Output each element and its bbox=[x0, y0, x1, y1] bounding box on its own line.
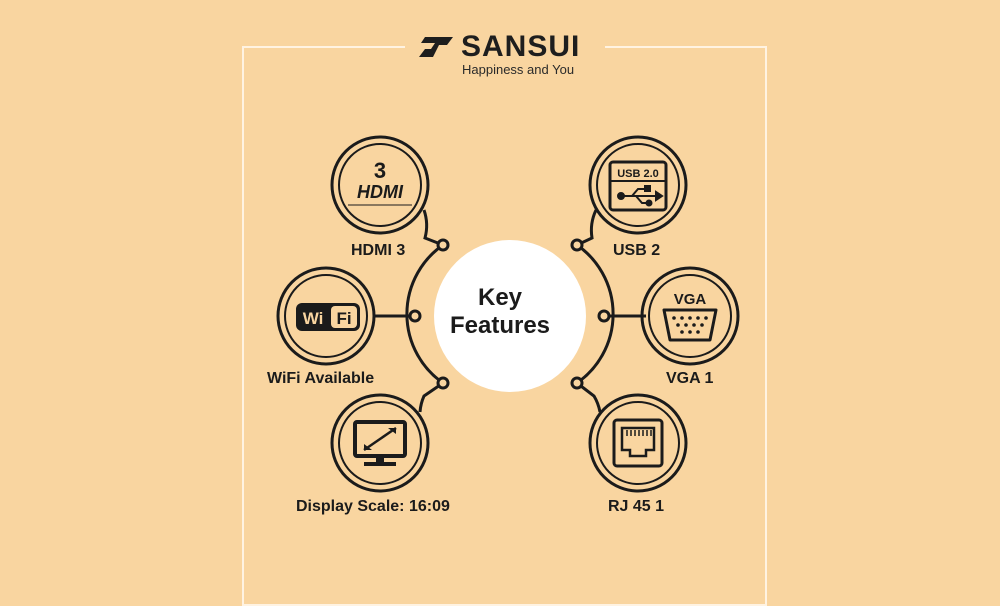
wifi-icon: Wi bbox=[303, 309, 324, 328]
wifi-node-dot bbox=[408, 309, 422, 323]
brand-tagline: Happiness and You bbox=[462, 62, 575, 77]
center-title-line1: Key bbox=[477, 284, 523, 311]
wifi-label: WiFi Available bbox=[267, 370, 375, 387]
vga-pins bbox=[672, 316, 708, 334]
usb-label: USB 2 bbox=[613, 242, 661, 259]
monitor-icon bbox=[353, 420, 407, 466]
wifi-node: Wi Fi bbox=[276, 266, 376, 366]
wifi-icon-fi: Fi bbox=[336, 309, 351, 328]
display-node bbox=[330, 393, 430, 493]
brand-name: SANSUI bbox=[461, 30, 581, 63]
vga-label: VGA 1 bbox=[666, 370, 714, 387]
left-arc bbox=[405, 243, 444, 385]
brand-header: SANSUI Happiness and You bbox=[405, 20, 605, 82]
usb-trident-icon bbox=[617, 185, 664, 207]
usb-connector bbox=[576, 209, 598, 247]
usb-icon: USB 2.0 bbox=[617, 168, 659, 180]
usb-node-dot bbox=[570, 238, 584, 252]
rj45-connector bbox=[576, 381, 602, 413]
hdmi-label: HDMI 3 bbox=[351, 242, 406, 259]
hdmi-node: 3 HDMI bbox=[330, 135, 430, 235]
hdmi-icon-number: 3 bbox=[374, 158, 386, 183]
ethernet-port-icon bbox=[612, 418, 664, 468]
display-label: Display Scale: 16:09 bbox=[296, 498, 450, 515]
hdmi-node-dot bbox=[436, 238, 450, 252]
hdmi-icon: HDMI bbox=[357, 182, 404, 202]
hdmi-connector bbox=[422, 209, 444, 247]
vga-node-dot bbox=[597, 309, 611, 323]
display-node-dot bbox=[436, 376, 450, 390]
rj45-node bbox=[588, 393, 688, 493]
display-connector bbox=[418, 381, 444, 413]
center-title-line2: Features bbox=[449, 312, 551, 339]
sansui-logo-icon bbox=[419, 37, 453, 57]
rj45-label: RJ 45 1 bbox=[608, 498, 665, 515]
usb-node: USB 2.0 bbox=[588, 135, 688, 235]
vga-icon: VGA bbox=[674, 291, 707, 308]
center-circle bbox=[434, 240, 586, 392]
center-title: Key Features bbox=[430, 284, 570, 340]
rj45-node-dot bbox=[570, 376, 584, 390]
right-arc bbox=[576, 243, 615, 385]
vga-node: VGA bbox=[640, 266, 740, 366]
